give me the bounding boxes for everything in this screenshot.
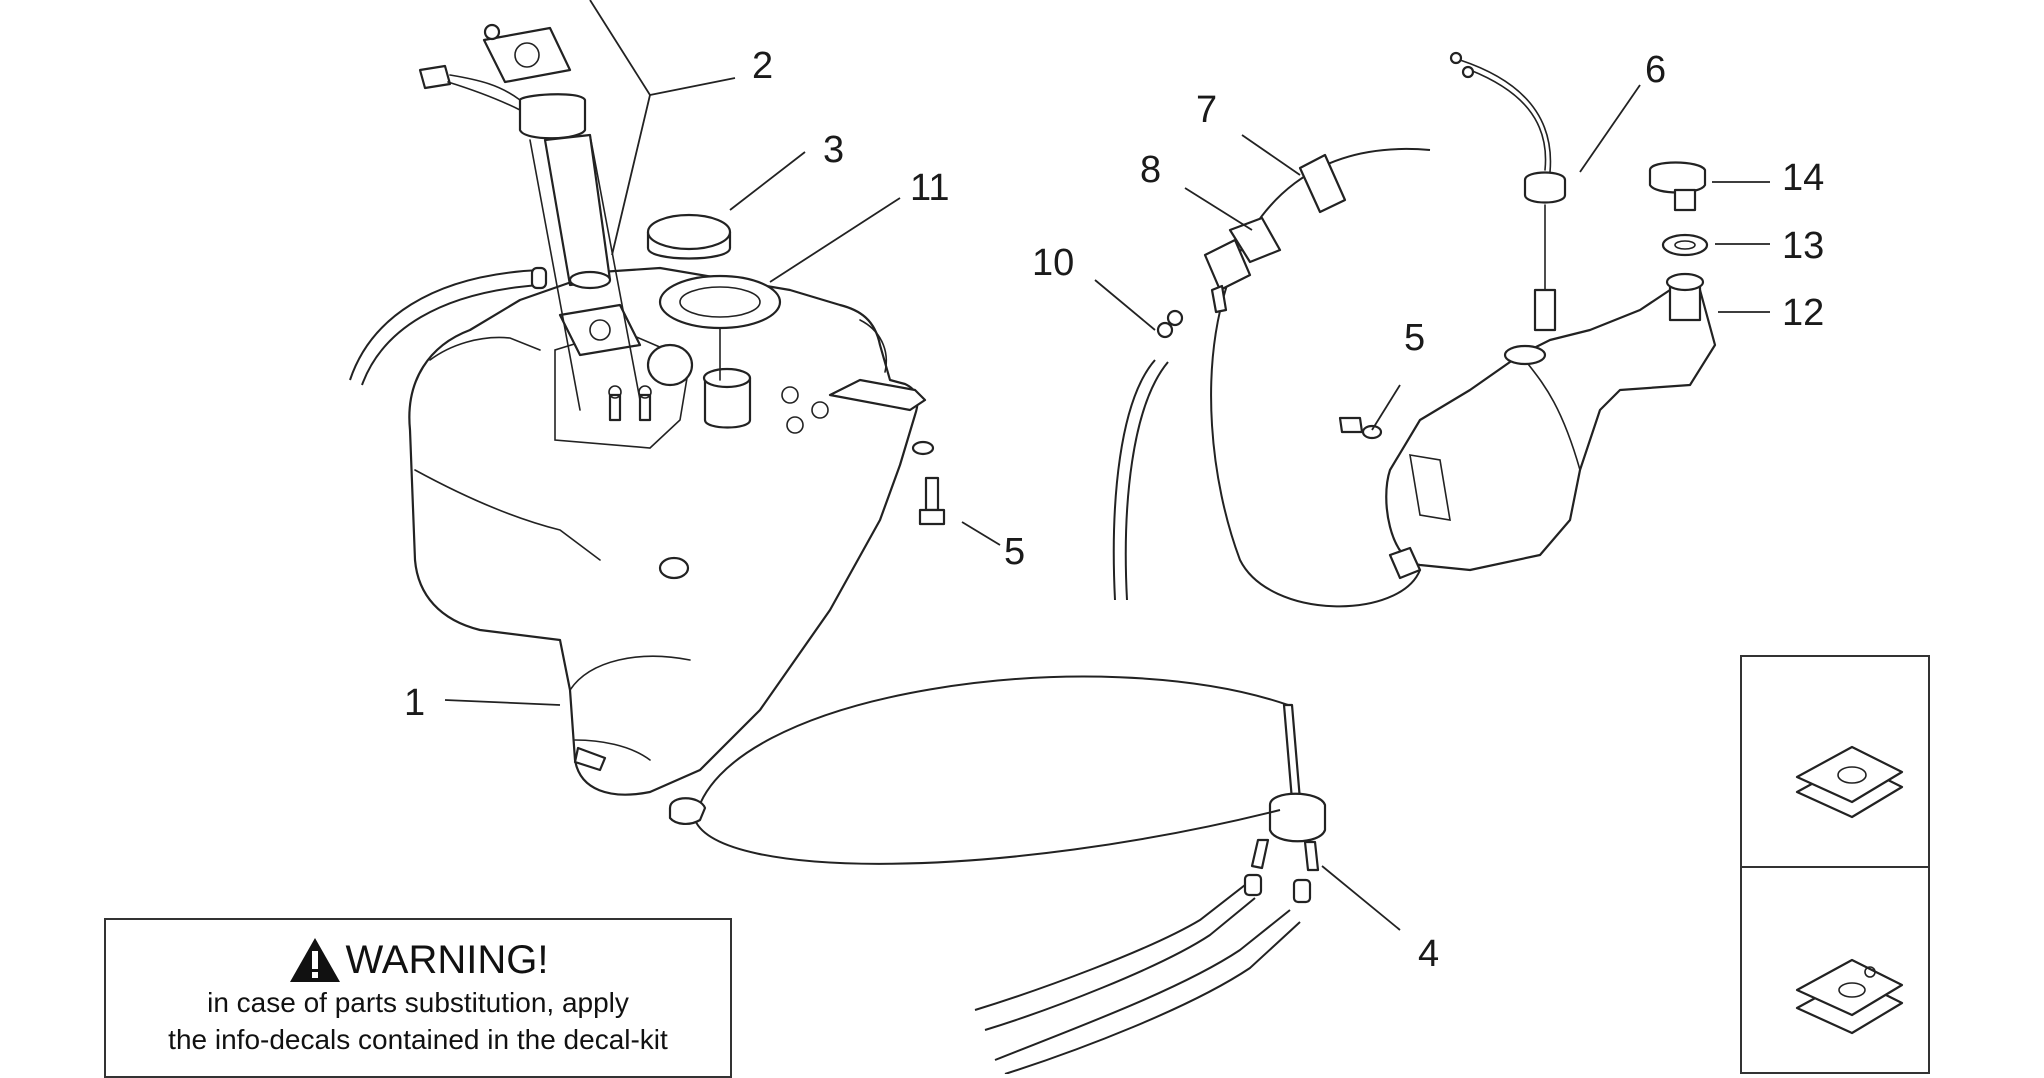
fuel-valve-assembly bbox=[1112, 153, 1347, 601]
label-1: 1 bbox=[404, 682, 425, 724]
fuel-tank bbox=[408, 266, 927, 796]
label-8: 8 bbox=[1140, 149, 1161, 191]
warning-title: WARNING! bbox=[106, 936, 730, 984]
inset-clip-9 bbox=[1740, 866, 1930, 1074]
label-2: 2 bbox=[752, 45, 773, 87]
filler-seal bbox=[658, 274, 782, 330]
fuel-hose-2 bbox=[994, 909, 1291, 1061]
label-12: 12 bbox=[1782, 292, 1824, 334]
fuel-tap bbox=[1250, 703, 1327, 872]
label-6: 6 bbox=[1645, 49, 1666, 91]
label-14: 14 bbox=[1782, 157, 1824, 199]
warning-line-1: in case of parts substitution, apply bbox=[207, 987, 629, 1018]
spring-clip-15 bbox=[1795, 745, 1904, 819]
label-5a: 5 bbox=[1004, 531, 1025, 573]
fuel-hose-vacuum bbox=[694, 809, 1281, 865]
spring-clip-9 bbox=[1795, 958, 1904, 1035]
oil-level-sensor bbox=[1449, 51, 1567, 332]
fuel-level-sender bbox=[418, 23, 642, 411]
label-11: 11 bbox=[910, 167, 949, 209]
oil-breather-hose bbox=[1210, 147, 1431, 608]
inset-clip-15 bbox=[1740, 655, 1930, 868]
warning-line-2: the info-decals contained in the decal-k… bbox=[168, 1024, 668, 1055]
oil-cap-seal bbox=[1661, 233, 1709, 257]
fuel-hose-1 bbox=[974, 884, 1246, 1011]
breather-hose bbox=[349, 269, 541, 381]
warning-box: WARNING! in case of parts substitution, … bbox=[104, 918, 732, 1078]
label-7: 7 bbox=[1196, 89, 1217, 131]
label-5b: 5 bbox=[1404, 317, 1425, 359]
warning-triangle-icon bbox=[289, 938, 340, 982]
bolt-washer-right bbox=[1338, 416, 1383, 440]
oil-tank-cap bbox=[1648, 161, 1707, 212]
fuel-cap bbox=[646, 213, 732, 260]
label-10: 10 bbox=[1032, 242, 1074, 284]
label-3: 3 bbox=[823, 129, 844, 171]
label-4: 4 bbox=[1418, 933, 1439, 975]
bolt-washer-left bbox=[911, 440, 946, 526]
warning-title-text: WARNING! bbox=[345, 937, 549, 982]
oil-tank bbox=[1385, 272, 1717, 580]
label-13: 13 bbox=[1782, 225, 1824, 267]
